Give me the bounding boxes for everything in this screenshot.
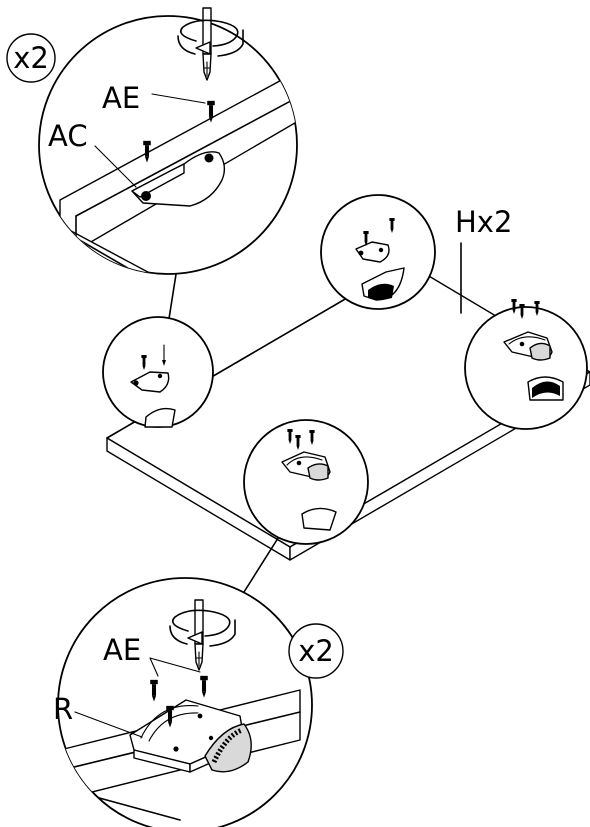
leader-ae-top [151,93,206,104]
detail-circle-top [320,194,436,310]
leader-ae-bottom-2 [149,657,201,673]
label-hx2: Hx2 [455,205,512,239]
leader-ac [94,145,137,188]
leader-top-detail [167,267,178,326]
detail-circle-bottom [243,419,369,545]
leader-bottom-detail [243,534,281,593]
leader-ae-bottom-1 [149,657,159,677]
label-ac: AC [48,119,88,153]
detail-circle-right [464,299,588,430]
multiplier-badge-bottom: x2 [288,623,344,679]
detail-circle-left [102,316,214,428]
detail-circle-large-top [38,15,298,275]
label-r: R [53,692,73,726]
screwdriver-rotate-icon [169,599,236,671]
multiplier-top-label: x2 [13,41,49,75]
multiplier-bottom-label: x2 [298,634,334,668]
label-ae-bottom: AE [103,633,141,667]
leader-r [74,711,143,738]
label-ae-top: AE [102,81,140,115]
multiplier-badge-top: x2 [6,33,56,83]
screwdriver-rotate-icon [177,7,244,81]
detail-circle-large-bottom [57,577,313,827]
